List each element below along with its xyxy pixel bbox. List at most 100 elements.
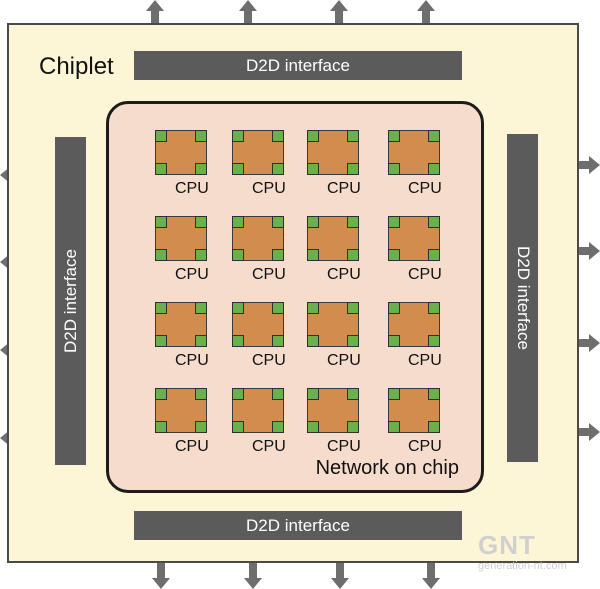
cpu-pad xyxy=(232,388,244,400)
d2d-interface-bottom: D2D interface xyxy=(134,511,462,540)
cpu-pad xyxy=(195,216,207,228)
cpu-pad xyxy=(307,302,319,314)
cpu-pad xyxy=(272,302,284,314)
cpu-pad xyxy=(347,421,359,433)
cpu-pad xyxy=(155,216,167,228)
cpu-label: CPU xyxy=(175,438,209,455)
cpu-pad xyxy=(388,302,400,314)
cpu-pad xyxy=(388,335,400,347)
cpu-pad xyxy=(232,335,244,347)
cpu-block xyxy=(232,216,284,261)
cpu-pad xyxy=(347,388,359,400)
cpu-label: CPU xyxy=(408,438,442,455)
cpu-pad xyxy=(428,302,440,314)
cpu-label: CPU xyxy=(408,180,442,197)
cpu-block xyxy=(388,130,440,175)
cpu-pad xyxy=(195,130,207,142)
cpu-pad xyxy=(155,421,167,433)
cpu-pad xyxy=(232,249,244,261)
d2d-interface-top: D2D interface xyxy=(134,51,462,80)
cpu-pad xyxy=(195,249,207,261)
cpu-label: CPU xyxy=(327,438,361,455)
cpu-pad xyxy=(307,249,319,261)
cpu-pad xyxy=(428,216,440,228)
cpu-pad xyxy=(272,216,284,228)
cpu-label: CPU xyxy=(327,266,361,283)
cpu-label: CPU xyxy=(252,352,286,369)
cpu-label: CPU xyxy=(252,266,286,283)
cpu-pad xyxy=(307,335,319,347)
cpu-pad xyxy=(388,163,400,175)
cpu-pad xyxy=(388,421,400,433)
cpu-pad xyxy=(388,130,400,142)
cpu-pad xyxy=(307,216,319,228)
d2d-interface-left: D2D interface xyxy=(55,137,86,465)
watermark: GNT generation-nt.com xyxy=(478,530,567,572)
cpu-pad xyxy=(272,388,284,400)
cpu-pad xyxy=(428,388,440,400)
cpu-pad xyxy=(347,163,359,175)
cpu-pad xyxy=(155,130,167,142)
cpu-block xyxy=(388,388,440,433)
cpu-pad xyxy=(428,249,440,261)
cpu-pad xyxy=(347,216,359,228)
cpu-block xyxy=(307,130,359,175)
chiplet-label: Chiplet xyxy=(39,53,114,80)
cpu-pad xyxy=(272,249,284,261)
cpu-pad xyxy=(388,216,400,228)
cpu-block xyxy=(155,388,207,433)
cpu-pad xyxy=(347,130,359,142)
watermark-logo: GNT xyxy=(478,530,536,560)
cpu-pad xyxy=(155,163,167,175)
cpu-pad xyxy=(272,130,284,142)
cpu-pad xyxy=(307,163,319,175)
cpu-pad xyxy=(195,302,207,314)
cpu-block xyxy=(155,216,207,261)
cpu-block xyxy=(232,302,284,347)
cpu-pad xyxy=(307,130,319,142)
cpu-block xyxy=(232,388,284,433)
cpu-pad xyxy=(155,302,167,314)
cpu-pad xyxy=(307,388,319,400)
cpu-label: CPU xyxy=(327,352,361,369)
cpu-pad xyxy=(232,421,244,433)
cpu-pad xyxy=(232,216,244,228)
cpu-pad xyxy=(347,302,359,314)
cpu-label: CPU xyxy=(408,352,442,369)
cpu-block xyxy=(232,130,284,175)
cpu-pad xyxy=(195,335,207,347)
cpu-block xyxy=(155,302,207,347)
cpu-pad xyxy=(155,249,167,261)
cpu-pad xyxy=(232,163,244,175)
cpu-block xyxy=(388,216,440,261)
cpu-block xyxy=(155,130,207,175)
cpu-pad xyxy=(272,335,284,347)
cpu-label: CPU xyxy=(327,180,361,197)
cpu-pad xyxy=(232,302,244,314)
cpu-block xyxy=(388,302,440,347)
cpu-pad xyxy=(272,163,284,175)
cpu-pad xyxy=(428,421,440,433)
watermark-site: generation-nt.com xyxy=(478,560,567,572)
cpu-pad xyxy=(195,163,207,175)
cpu-block xyxy=(307,388,359,433)
cpu-label: CPU xyxy=(252,438,286,455)
d2d-interface-right: D2D interface xyxy=(507,134,538,462)
cpu-pad xyxy=(388,249,400,261)
cpu-pad xyxy=(428,163,440,175)
cpu-pad xyxy=(195,388,207,400)
cpu-pad xyxy=(428,130,440,142)
cpu-label: CPU xyxy=(408,266,442,283)
network-on-chip-label: Network on chip xyxy=(315,457,459,479)
cpu-pad xyxy=(155,335,167,347)
cpu-pad xyxy=(347,335,359,347)
cpu-pad xyxy=(155,388,167,400)
cpu-label: CPU xyxy=(252,180,286,197)
cpu-label: CPU xyxy=(175,180,209,197)
cpu-label: CPU xyxy=(175,266,209,283)
cpu-pad xyxy=(195,421,207,433)
cpu-pad xyxy=(388,388,400,400)
cpu-pad xyxy=(347,249,359,261)
cpu-block xyxy=(307,302,359,347)
cpu-pad xyxy=(307,421,319,433)
